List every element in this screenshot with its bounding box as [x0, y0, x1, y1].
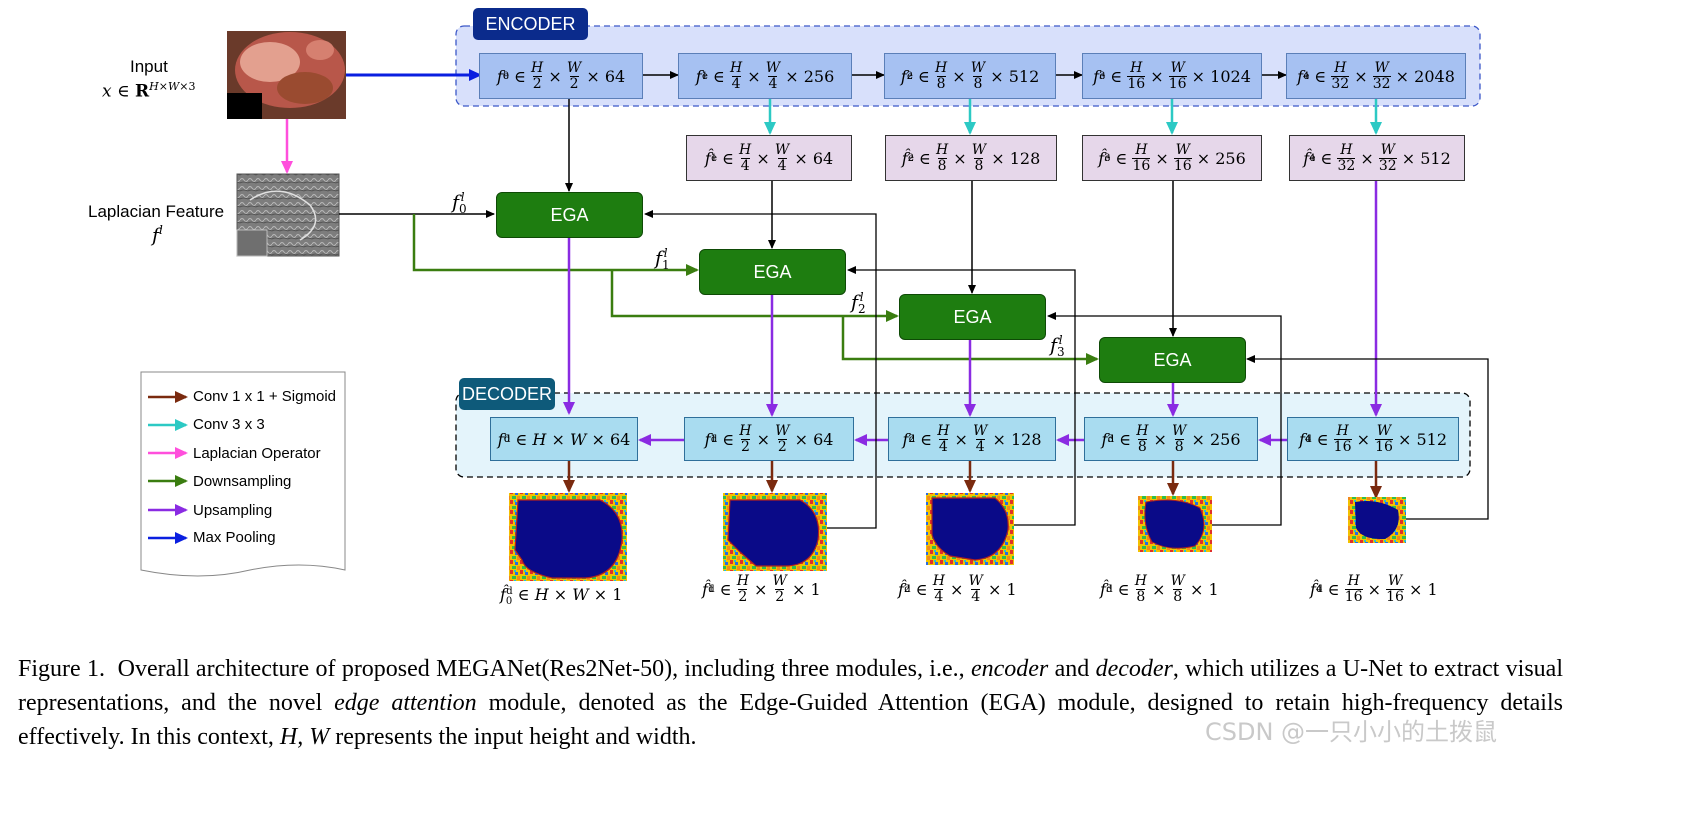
decoder-tag: DECODER — [459, 378, 555, 410]
output-label-0: f̂0d ∈ H × W × 1 — [500, 585, 623, 608]
legend-conv3x3: Conv 3 x 3 — [193, 415, 265, 433]
encoder-tag: ENCODER — [473, 8, 588, 40]
input-formula: x ∈ RH×W×3 — [102, 80, 196, 102]
ega-input-label-0: f0l — [452, 190, 467, 217]
upsampling-arrows — [563, 181, 1382, 446]
legend-conv1x1: Conv 1 x 1 + Sigmoid — [193, 387, 336, 405]
legend-maxpooling: Max Pooling — [193, 528, 276, 546]
ega-input-label-2: f2l — [851, 290, 866, 317]
laplacian-title: Laplacian Feature — [88, 202, 225, 221]
watermark: CSDN @一只小小的土拨鼠 — [1205, 718, 1498, 746]
input-image — [227, 31, 346, 119]
laplacian-image — [236, 173, 340, 257]
legend-laplacian: Laplacian Operator — [193, 444, 321, 462]
figure-caption: Figure 1. Overall architecture of propos… — [18, 656, 1563, 750]
laplacian-symbol: fl — [152, 223, 163, 247]
conv1x1-arrows — [563, 461, 1382, 499]
feedback-lines — [644, 210, 1489, 529]
conv3x3-arrows — [764, 99, 1382, 135]
legend-upsampling: Upsampling — [193, 501, 273, 519]
output-maps — [509, 493, 1406, 581]
downsampling-arrows — [412, 214, 1099, 365]
ega-input-label-1: f1l — [655, 246, 670, 273]
caption-label: Figure 1. — [18, 656, 105, 682]
legend-downsampling: Downsampling — [193, 472, 292, 490]
ega-block-0: EGA — [496, 192, 643, 238]
ega-block-2: EGA — [899, 294, 1046, 340]
legend-box — [140, 371, 346, 577]
ega-block-1: EGA — [699, 249, 846, 295]
input-title: Input — [130, 57, 168, 76]
ega-block-3: EGA — [1099, 337, 1246, 383]
ega-input-label-3: f3l — [1050, 333, 1065, 360]
